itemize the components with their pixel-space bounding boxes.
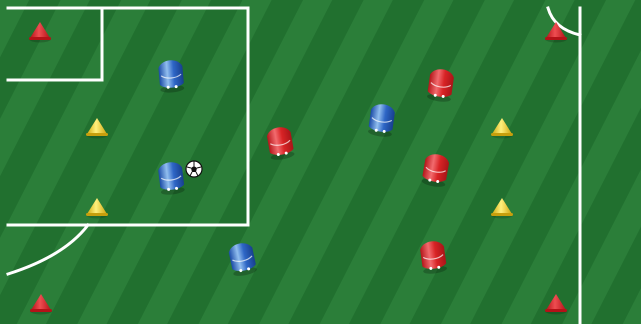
soccer-ball (186, 161, 202, 177)
blue-player-1 (158, 59, 185, 93)
